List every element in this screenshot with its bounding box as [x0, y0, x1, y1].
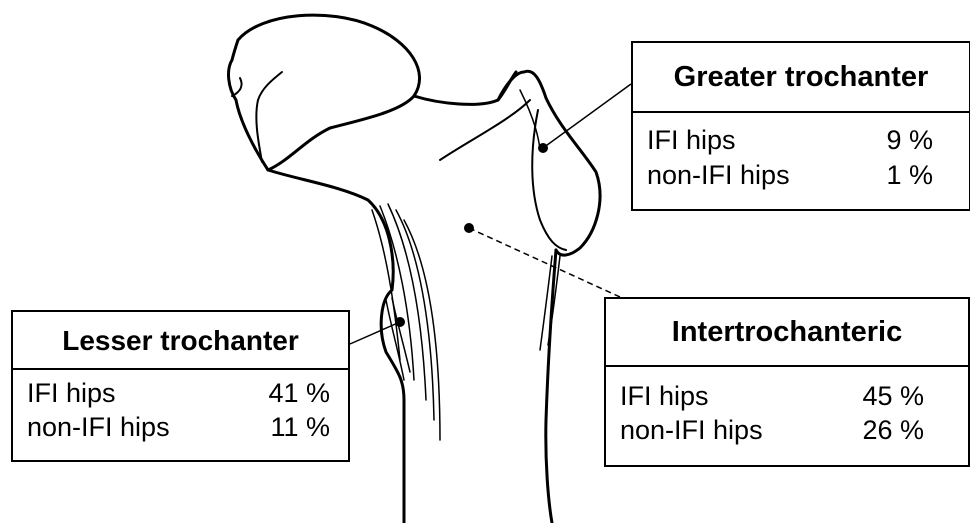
trochanter-ridge — [440, 100, 530, 160]
intertrochanteric-box: Intertrochanteric IFI hips 45 % non-IFI … — [604, 297, 970, 467]
row-value: 45 % — [862, 379, 924, 413]
greater-trochanter-tip — [498, 71, 600, 255]
row-label: IFI hips — [647, 123, 736, 158]
row-value: 11 % — [270, 410, 330, 444]
greater-row-non-ifi: non-IFI hips 1 % — [647, 158, 933, 193]
greater-row-ifi: IFI hips 9 % — [647, 123, 933, 158]
row-value: 41 % — [268, 376, 330, 410]
row-label: IFI hips — [620, 379, 709, 413]
greater-trochanter-title: Greater trochanter — [633, 43, 969, 113]
intertrochanteric-title: Intertrochanteric — [606, 299, 968, 367]
row-label: IFI hips — [27, 376, 116, 410]
femoral-head-outline — [229, 15, 420, 170]
inter-row-non-ifi: non-IFI hips 26 % — [620, 413, 924, 447]
row-label: non-IFI hips — [647, 158, 790, 193]
row-value: 1 % — [886, 158, 933, 193]
lesser-trochanter-box: Lesser trochanter IFI hips 41 % non-IFI … — [11, 310, 350, 462]
lesser-trochanter-title: Lesser trochanter — [13, 312, 348, 370]
row-value: 9 % — [886, 123, 933, 158]
lesser-leader-line — [350, 322, 400, 344]
greater-location-dot — [538, 143, 548, 153]
row-value: 26 % — [862, 413, 924, 447]
lesser-row-non-ifi: non-IFI hips 11 % — [27, 410, 330, 444]
row-label: non-IFI hips — [620, 413, 763, 447]
row-label: non-IFI hips — [27, 410, 170, 444]
trochanter-crest — [532, 110, 566, 250]
inter-leader-line — [469, 228, 620, 297]
head-detail — [256, 72, 282, 162]
femoral-neck-top — [414, 72, 516, 104]
greater-trochanter-box: Greater trochanter IFI hips 9 % non-IFI … — [631, 41, 970, 211]
inter-location-dot — [464, 223, 474, 233]
lesser-row-ifi: IFI hips 41 % — [27, 376, 330, 410]
lesser-location-dot — [395, 317, 405, 327]
inter-row-ifi: IFI hips 45 % — [620, 379, 924, 413]
